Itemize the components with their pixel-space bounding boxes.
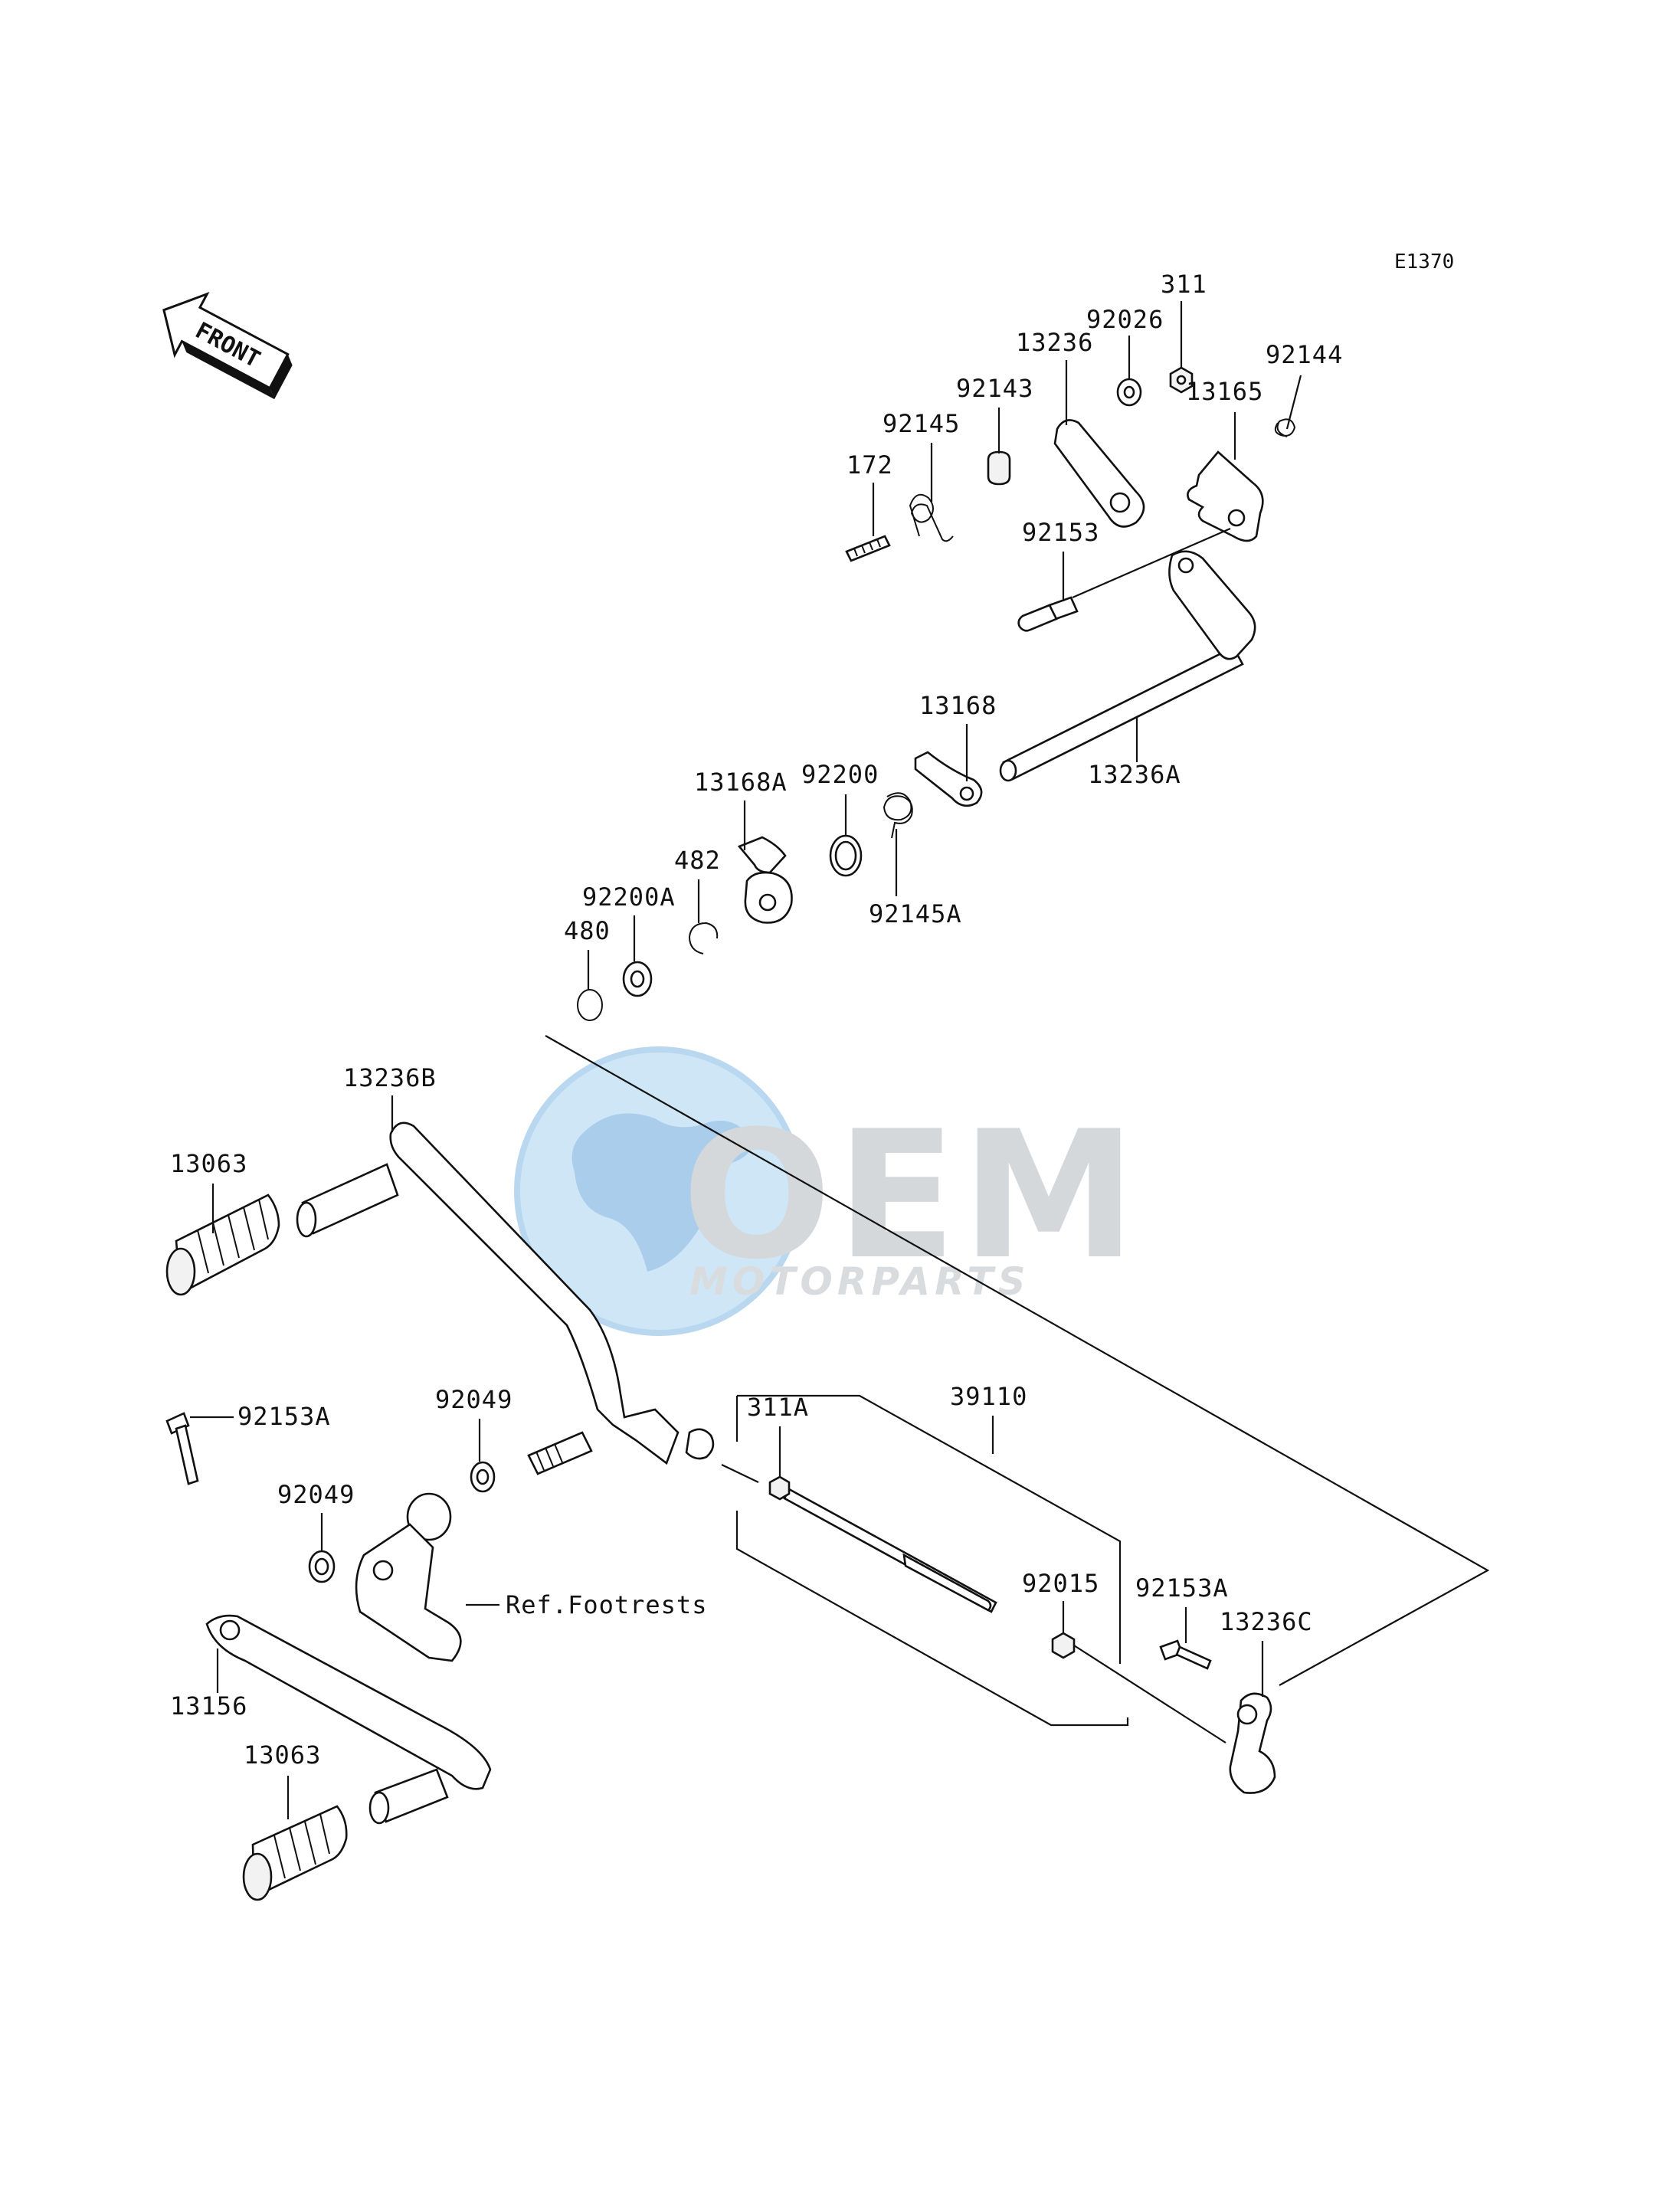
part-92153-bolt <box>1017 596 1079 632</box>
part-13156-pedal <box>205 1614 492 1790</box>
part-92153A-bolt-right <box>1159 1639 1212 1670</box>
label-92145A: 92145A <box>869 899 962 928</box>
label-13156: 13156 <box>170 1691 247 1721</box>
label-92153: 92153 <box>1022 518 1099 547</box>
label-482: 482 <box>674 846 721 875</box>
watermark-continents <box>571 1113 755 1272</box>
label-92049-a: 92049 <box>435 1385 513 1414</box>
label-13236A: 13236A <box>1088 760 1181 789</box>
label-13236B: 13236B <box>343 1063 437 1092</box>
part-13165-plate <box>1187 450 1264 542</box>
part-pivot-bracket <box>308 1492 462 1662</box>
label-13063-bottom: 13063 <box>244 1740 321 1770</box>
part-13236-lever <box>1053 419 1145 528</box>
label-92144: 92144 <box>1266 340 1343 369</box>
label-39110: 39110 <box>950 1382 1027 1411</box>
part-13236A-shaft <box>999 550 1256 782</box>
part-92145-spring <box>909 493 954 542</box>
watermark-brand: OEM <box>682 1094 1141 1298</box>
part-13236B-lever <box>389 1121 680 1465</box>
part-480-circlip <box>577 989 603 1021</box>
callout-labels: 311 92026 92144 13236 13165 92143 92145 … <box>170 270 1343 1770</box>
label-13236C: 13236C <box>1220 1607 1313 1636</box>
part-92026-washer <box>1116 378 1142 407</box>
label-172: 172 <box>847 450 893 480</box>
part-92145A-spring <box>883 792 913 839</box>
part-92153A-bolt-left <box>165 1412 199 1485</box>
part-13168A-ratchet <box>737 836 793 924</box>
part-13063-rubber-top <box>165 1163 399 1296</box>
watermark: OEM MOTORPARTS <box>514 1046 1141 1336</box>
label-92200: 92200 <box>801 760 879 789</box>
part-13236C-lever <box>1229 1692 1276 1794</box>
label-311: 311 <box>1161 270 1207 299</box>
label-311A: 311A <box>747 1393 809 1422</box>
label-13168: 13168 <box>919 691 997 720</box>
label-ref-footrests: Ref.Footrests <box>506 1590 707 1619</box>
part-13063-rubber-bottom <box>242 1768 449 1901</box>
part-39110-tierod <box>768 1475 997 1613</box>
label-13165: 13165 <box>1186 377 1263 406</box>
part-13168-pawl <box>914 751 983 807</box>
label-92049-b: 92049 <box>277 1480 355 1509</box>
label-92143: 92143 <box>956 374 1033 403</box>
assembly-lines <box>545 527 1490 1744</box>
label-92153A-left: 92153A <box>237 1402 331 1431</box>
label-92200A: 92200A <box>582 882 676 912</box>
watermark-tagline: MOTORPARTS <box>689 1259 1030 1304</box>
label-92015: 92015 <box>1022 1569 1099 1598</box>
label-92153A-right: 92153A <box>1135 1573 1229 1603</box>
front-arrow-icon: FRONT <box>162 291 293 400</box>
label-480: 480 <box>564 916 611 945</box>
part-92015-nut <box>1051 1632 1076 1659</box>
part-482-circlip <box>688 922 719 954</box>
part-92200-ring <box>829 834 863 877</box>
label-13236: 13236 <box>1016 328 1093 357</box>
diagram-code: E1370 <box>1394 250 1454 273</box>
part-172-pin <box>845 535 891 562</box>
part-shift-shaft-lower <box>470 1428 715 1493</box>
label-92026: 92026 <box>1086 305 1164 334</box>
part-92144-spring <box>1274 418 1296 437</box>
leader-lines <box>190 301 1302 1819</box>
part-92200A-washer <box>622 961 653 997</box>
label-13063-top: 13063 <box>170 1149 247 1178</box>
part-92143-collar <box>987 450 1011 486</box>
label-13168A: 13168A <box>694 768 788 797</box>
label-92145: 92145 <box>883 409 960 438</box>
